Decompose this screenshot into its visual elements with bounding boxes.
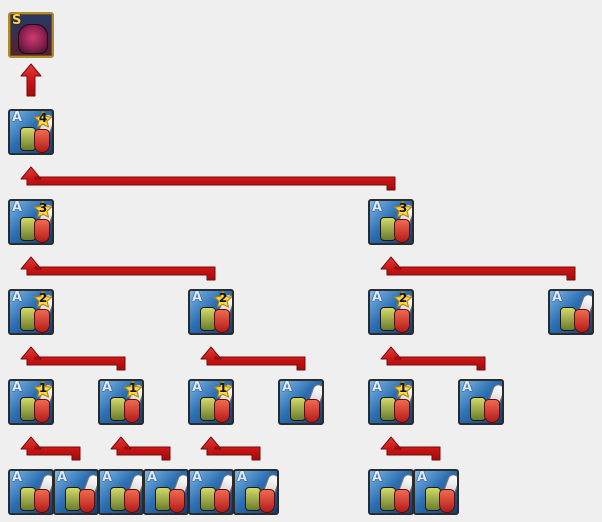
fusion-node-l2a[interactable]: A 2 <box>8 289 54 335</box>
rank-letter: A <box>12 110 23 125</box>
fusion-node-b0g[interactable]: A <box>368 469 414 515</box>
character-art-shield <box>34 489 50 513</box>
character-art-shield <box>34 309 50 333</box>
character-art-shield <box>484 399 500 423</box>
character-art-shield <box>214 399 230 423</box>
star-badge: 1 <box>32 381 52 401</box>
star-count: 2 <box>218 291 228 305</box>
star-badge: 1 <box>122 381 142 401</box>
star-badge: 1 <box>212 381 232 401</box>
fusion-node-l3b[interactable]: A 3 <box>368 199 414 245</box>
star-badge: 1 <box>392 381 412 401</box>
rank-letter: A <box>372 200 383 215</box>
rank-letter: A <box>192 290 203 305</box>
fusion-node-final-s[interactable]: S <box>8 12 54 58</box>
character-art-shield <box>124 399 140 423</box>
star-count: 1 <box>218 381 228 395</box>
fusion-node-b0e[interactable]: A <box>188 469 234 515</box>
rank-letter: A <box>552 290 563 305</box>
rank-letter: A <box>372 470 383 485</box>
rank-letter: A <box>372 290 383 305</box>
character-art-shield <box>439 489 455 513</box>
arrow-b0-a-to-l1 <box>20 436 81 461</box>
fusion-node-b0b[interactable]: A <box>53 469 99 515</box>
character-art-shield <box>124 489 140 513</box>
star-count: 1 <box>128 381 138 395</box>
arrow-l1-c-to-l2 <box>380 346 486 371</box>
arrow-b0-d-to-l1 <box>380 436 441 461</box>
character-art <box>18 24 48 54</box>
rank-letter: A <box>57 470 68 485</box>
character-art-shield <box>34 399 50 423</box>
character-art-shield <box>394 489 410 513</box>
star-badge: 2 <box>392 291 412 311</box>
star-badge: 2 <box>32 291 52 311</box>
fusion-node-l3a[interactable]: A 3 <box>8 199 54 245</box>
rank-letter: A <box>12 290 23 305</box>
fusion-node-l2d[interactable]: A <box>548 289 594 335</box>
fusion-node-l4[interactable]: A 4 <box>8 109 54 155</box>
rank-letter: A <box>462 380 473 395</box>
star-count: 2 <box>398 291 408 305</box>
fusion-node-l1e[interactable]: A 1 <box>368 379 414 425</box>
star-badge: 3 <box>392 201 412 221</box>
fusion-node-b0f[interactable]: A <box>233 469 279 515</box>
fusion-node-b0a[interactable]: A <box>8 469 54 515</box>
arrow-l1-b-to-l2 <box>200 346 306 371</box>
character-art-shield <box>259 489 275 513</box>
rank-letter: A <box>282 380 293 395</box>
rank-letter: A <box>417 470 428 485</box>
fusion-node-l1c[interactable]: A 1 <box>188 379 234 425</box>
arrow-l4-to-s <box>20 63 42 97</box>
character-art-shield <box>79 489 95 513</box>
fusion-node-l2b[interactable]: A 2 <box>188 289 234 335</box>
fusion-node-b0h[interactable]: A <box>413 469 459 515</box>
arrow-b0-b-to-l1 <box>110 436 171 461</box>
fusion-node-l1f[interactable]: A <box>458 379 504 425</box>
fusion-node-l1b[interactable]: A 1 <box>98 379 144 425</box>
star-count: 1 <box>38 381 48 395</box>
rank-letter: A <box>192 380 203 395</box>
fusion-node-b0d[interactable]: A <box>143 469 189 515</box>
star-badge: 4 <box>32 111 52 131</box>
character-art-shield <box>214 489 230 513</box>
rank-letter: S <box>12 13 22 28</box>
arrow-l1-a-to-l2 <box>20 346 126 371</box>
fusion-node-l1d[interactable]: A <box>278 379 324 425</box>
character-art-shield <box>394 399 410 423</box>
star-badge: 2 <box>212 291 232 311</box>
character-art-shield <box>214 309 230 333</box>
rank-letter: A <box>147 470 158 485</box>
character-art-shield <box>394 219 410 243</box>
star-count: 1 <box>398 381 408 395</box>
star-count: 2 <box>38 291 48 305</box>
rank-letter: A <box>12 380 23 395</box>
arrow-l2-left-to-l3 <box>20 256 216 281</box>
fusion-node-l1a[interactable]: A 1 <box>8 379 54 425</box>
character-art-shield <box>304 399 320 423</box>
character-art-shield <box>169 489 185 513</box>
rank-letter: A <box>12 200 23 215</box>
arrow-l3-to-l4 <box>20 166 396 191</box>
rank-letter: A <box>102 470 113 485</box>
arrow-l2-right-to-l3 <box>380 256 576 281</box>
arrow-b0-c-to-l1 <box>200 436 261 461</box>
character-art-shield <box>394 309 410 333</box>
rank-letter: A <box>192 470 203 485</box>
rank-letter: A <box>237 470 248 485</box>
star-count: 4 <box>38 111 48 125</box>
rank-letter: A <box>372 380 383 395</box>
rank-letter: A <box>12 470 23 485</box>
character-art-shield <box>34 219 50 243</box>
rank-letter: A <box>102 380 113 395</box>
star-badge: 3 <box>32 201 52 221</box>
star-count: 3 <box>398 201 408 215</box>
character-art-shield <box>34 129 50 153</box>
fusion-node-l2c[interactable]: A 2 <box>368 289 414 335</box>
star-count: 3 <box>38 201 48 215</box>
fusion-node-b0c[interactable]: A <box>98 469 144 515</box>
character-art-shield <box>574 309 590 333</box>
